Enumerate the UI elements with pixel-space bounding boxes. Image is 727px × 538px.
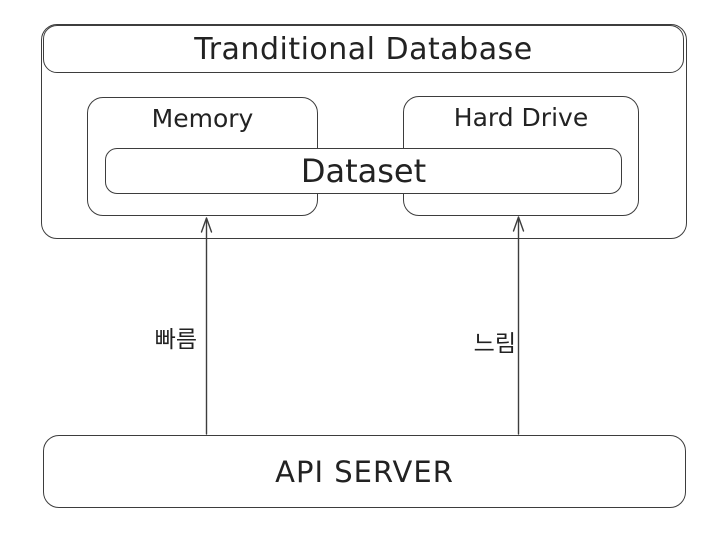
dataset-label: Dataset <box>300 152 427 190</box>
traditional-database-label: Tranditional Database <box>194 31 533 67</box>
fast-edge-label: 빠름 <box>154 327 197 353</box>
fast-arrow <box>200 217 213 435</box>
dataset-node: Dataset <box>105 148 622 194</box>
traditional-database-header: Tranditional Database <box>43 25 684 73</box>
memory-label: Memory <box>151 104 254 133</box>
hard-drive-node: Hard Drive <box>403 96 639 216</box>
slow-arrow <box>512 216 525 435</box>
memory-node: Memory <box>87 97 318 216</box>
api-server-node: API SERVER <box>43 435 686 508</box>
api-server-label: API SERVER <box>275 454 454 489</box>
hard-drive-label: Hard Drive <box>453 103 589 132</box>
slow-edge-label: 느림 <box>473 331 516 357</box>
traditional-database-container <box>41 24 687 239</box>
